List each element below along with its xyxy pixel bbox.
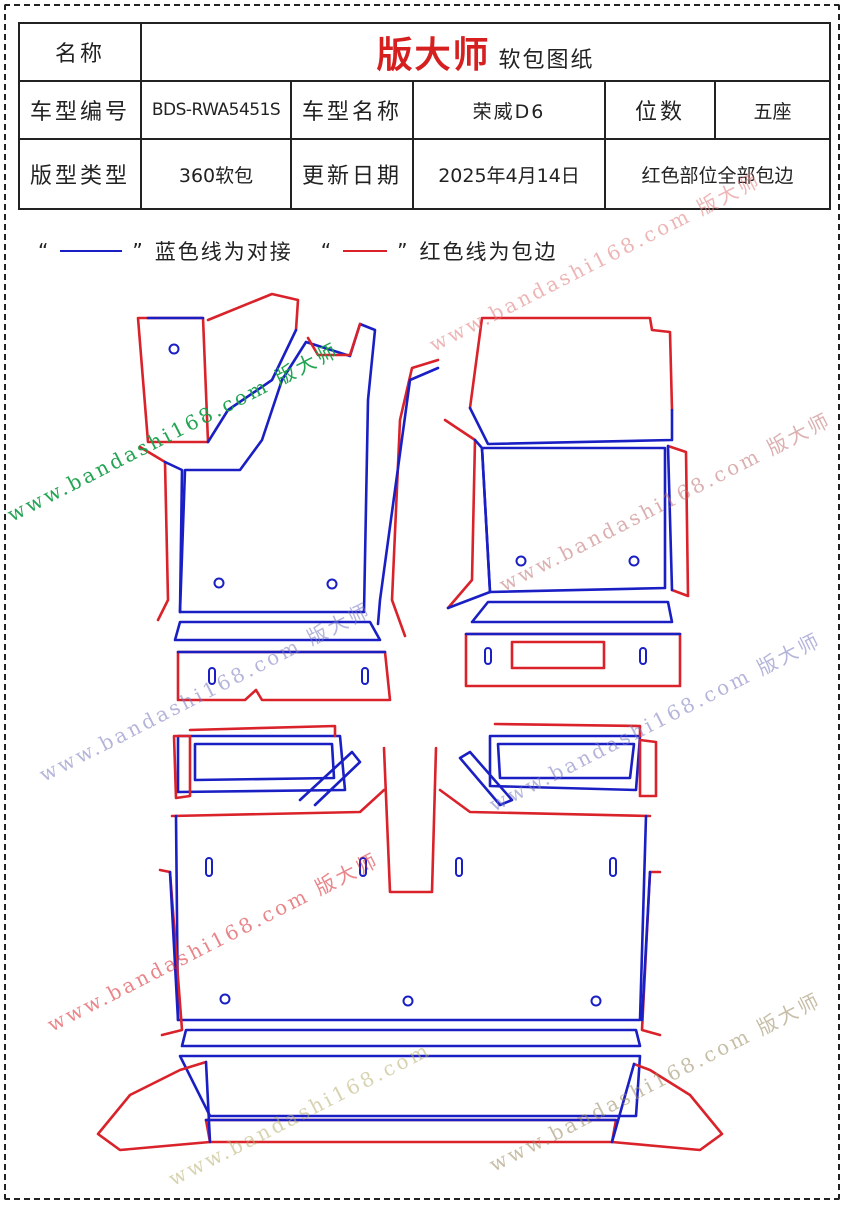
legend-quote-close: ” bbox=[132, 239, 145, 263]
driver-main-top-edge bbox=[306, 322, 362, 357]
pattern-type-label: 版型类型 bbox=[18, 138, 142, 210]
slot bbox=[455, 857, 463, 877]
passenger-firewall-edge bbox=[468, 316, 674, 412]
legend-quote-open-2: “ bbox=[320, 239, 334, 263]
rear-right-wing-edge bbox=[610, 1062, 724, 1152]
slot bbox=[359, 857, 367, 877]
model-name-value: 荣威D6 bbox=[412, 80, 606, 140]
hole bbox=[213, 577, 225, 589]
rear-right-wheel-cover bbox=[488, 734, 642, 792]
driver-step-strip bbox=[173, 620, 382, 642]
line-legend: “ ” 蓝色线为对接 “ ” 红色线为包边 bbox=[38, 234, 558, 268]
blue-line-legend: 蓝色线为对接 bbox=[154, 240, 293, 264]
red-line-swatch bbox=[343, 250, 388, 252]
edge-note: 红色部位全部包边 bbox=[603, 138, 832, 210]
driver-left-side-seam bbox=[163, 460, 184, 614]
rear-left-wing-edge bbox=[96, 1060, 212, 1152]
rear-left-wing-seam bbox=[204, 1060, 212, 1144]
rear-left-top-edge bbox=[188, 724, 337, 738]
slot bbox=[208, 667, 216, 685]
passenger-step-strip bbox=[470, 600, 674, 624]
passenger-right-side-seam bbox=[666, 444, 674, 592]
red-line-legend: 红色线为包边 bbox=[419, 240, 558, 264]
rear-left-diagonal-strip bbox=[298, 750, 362, 807]
footrest-seam bbox=[206, 328, 298, 444]
passenger-left-side-seam bbox=[446, 438, 492, 610]
slot bbox=[205, 857, 213, 877]
rear-left-side-edge bbox=[158, 868, 184, 1037]
slot bbox=[361, 667, 369, 685]
blue-line-swatch bbox=[60, 250, 123, 252]
hole bbox=[326, 578, 338, 590]
rear-right-wheel-inner bbox=[496, 742, 636, 780]
slot bbox=[609, 857, 617, 877]
name-label: 名称 bbox=[18, 22, 142, 82]
seats-value: 五座 bbox=[713, 80, 832, 140]
info-table: 名称 版大师软包图纸 车型编号 BDS-RWA5451S 车型名称 荣威D6 位… bbox=[18, 22, 832, 210]
rear-main-panel bbox=[174, 814, 648, 1022]
fastener-holes bbox=[168, 343, 647, 1007]
passenger-mat bbox=[443, 316, 690, 688]
update-date-label: 更新日期 bbox=[290, 138, 414, 210]
legend-quote-close-2: ” bbox=[397, 239, 410, 263]
page-border bbox=[4, 4, 840, 1200]
driver-mat bbox=[136, 292, 440, 702]
hole bbox=[590, 995, 602, 1007]
pattern-type-value: 360软包 bbox=[140, 138, 292, 210]
rear-left-wheel-cover bbox=[176, 734, 347, 794]
rear-step-strip bbox=[180, 1028, 642, 1048]
hole bbox=[219, 993, 231, 1005]
rear-main-left-top-edge bbox=[170, 788, 386, 818]
driver-left-side-edge bbox=[138, 445, 170, 622]
model-code-label: 车型编号 bbox=[18, 80, 142, 140]
model-code-value: BDS-RWA5451S bbox=[140, 80, 292, 140]
rear-left-wheel-inner bbox=[193, 742, 336, 782]
driver-right-side-edge bbox=[390, 358, 440, 638]
driver-rear-step bbox=[176, 650, 392, 702]
rear-left-side-seam bbox=[168, 870, 180, 1022]
hole bbox=[628, 555, 640, 567]
rear-right-top-edge bbox=[493, 722, 642, 738]
slot bbox=[484, 647, 492, 665]
brand-title: 版大师 bbox=[376, 35, 491, 76]
seats-label: 位数 bbox=[604, 80, 716, 140]
rear-seat-front-panel bbox=[178, 1054, 642, 1118]
doc-title: 软包图纸 bbox=[498, 48, 595, 73]
hole bbox=[168, 343, 180, 355]
title-cell: 版大师软包图纸 bbox=[139, 22, 832, 82]
rear-right-wheel-edge bbox=[638, 738, 658, 798]
legend-quote-open: “ bbox=[38, 239, 51, 263]
passenger-right-side-edge bbox=[666, 444, 690, 598]
driver-right-side-seam bbox=[376, 366, 440, 626]
center-tunnel-edge bbox=[382, 746, 438, 894]
rear-right-diagonal-strip bbox=[458, 750, 514, 807]
footrest-edge bbox=[206, 292, 300, 332]
rear-main-right-top-edge bbox=[438, 788, 652, 818]
hole bbox=[515, 555, 527, 567]
slot bbox=[639, 647, 647, 665]
model-name-label: 车型名称 bbox=[290, 80, 414, 140]
passenger-firewall-seam bbox=[468, 406, 674, 446]
passenger-rear-cutout bbox=[510, 640, 606, 670]
hole bbox=[402, 995, 414, 1007]
rear-right-side-seam bbox=[640, 870, 652, 1022]
passenger-left-side-edge bbox=[443, 418, 477, 610]
rear-left-wheel-edge bbox=[172, 734, 192, 800]
update-date-value: 2025年4月14日 bbox=[412, 138, 606, 210]
rear-right-wing-seam bbox=[610, 1062, 636, 1144]
rear-mat bbox=[96, 722, 724, 1152]
